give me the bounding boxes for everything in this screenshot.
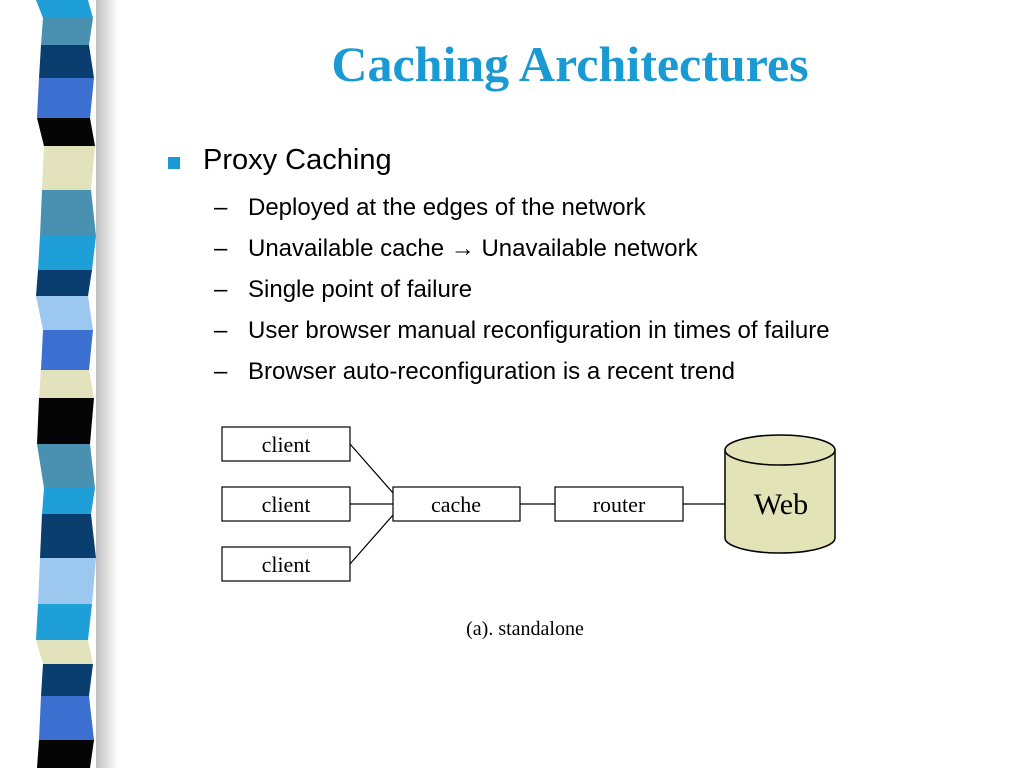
client-node: client <box>221 486 351 522</box>
subbullet-1: –Deployed at the edges of the network <box>214 194 646 221</box>
dash-icon: – <box>214 276 228 303</box>
stripe-band <box>36 640 93 664</box>
stripe-band <box>41 18 93 45</box>
stripe-band <box>38 558 96 604</box>
stripe-band <box>38 236 96 270</box>
client-node: client <box>221 546 351 582</box>
stripe-band <box>36 604 92 640</box>
connector-line <box>349 514 394 565</box>
stripe-band <box>39 696 94 740</box>
stripe-band <box>36 296 93 330</box>
slide-title: Caching Architectures <box>331 36 809 92</box>
stripe-band <box>37 398 94 444</box>
stripe-band <box>40 190 96 236</box>
web-cylinder: Web <box>724 434 836 554</box>
cache-node: cache <box>392 486 521 522</box>
client-label: client <box>262 432 311 457</box>
bullet-proxy-caching: Proxy Caching <box>203 144 392 176</box>
stripe-band <box>39 45 94 78</box>
dash-icon: – <box>214 235 228 262</box>
cache-label: cache <box>431 492 481 517</box>
dash-icon: – <box>214 317 228 344</box>
diagram-caption: (a). standalone <box>466 618 584 640</box>
client-label: client <box>262 492 311 517</box>
stripe-band <box>39 370 94 398</box>
client-node: client <box>221 426 351 462</box>
dash-icon: – <box>214 358 228 385</box>
subbullet-2: –Unavailable cache → Unavailable network <box>214 235 698 262</box>
connector-line <box>349 443 394 494</box>
dash-icon: – <box>214 194 228 221</box>
stripe-band <box>40 514 96 558</box>
stripe-band <box>37 740 94 768</box>
stripe-band <box>42 146 95 190</box>
stripe-band <box>37 78 94 118</box>
router-node: router <box>554 486 684 522</box>
stripe-band <box>37 118 95 146</box>
decorative-stripe <box>36 0 96 768</box>
web-label: Web <box>754 488 808 521</box>
subbullet-4: –User browser manual reconfiguration in … <box>214 317 830 344</box>
stripe-band <box>41 330 93 370</box>
client-label: client <box>262 552 311 577</box>
stripe-band <box>41 664 93 696</box>
stripe-band <box>37 444 95 488</box>
square-bullet-icon <box>168 157 180 169</box>
stripe-band <box>36 270 92 296</box>
subbullet-5: –Browser auto-reconfiguration is a recen… <box>214 358 735 385</box>
router-label: router <box>593 492 646 517</box>
stripe-band <box>36 0 93 18</box>
subbullet-3: –Single point of failure <box>214 276 473 303</box>
stripe-band <box>42 488 95 514</box>
stripe-shadow <box>96 0 118 768</box>
